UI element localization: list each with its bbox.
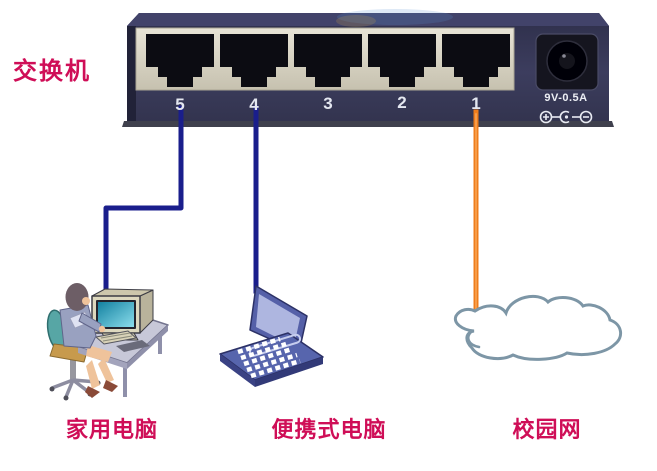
cloud-curl [466, 329, 481, 349]
switch-top-bevel [127, 13, 609, 26]
port-number-1: 1 [471, 94, 481, 113]
device-label-desktop: 家用电脑 [65, 417, 158, 442]
port-1-jack [442, 34, 510, 87]
person-hair [65, 283, 89, 311]
device-label-laptop: 便携式电脑 [271, 417, 387, 442]
power-polarity-icon [539, 110, 593, 124]
cable-port5-to-desktop [103, 105, 184, 290]
laptop-illustration [219, 285, 324, 387]
port-number-5: 5 [175, 95, 185, 114]
watermark-smudge-gold [336, 15, 376, 27]
desktop-computer-illustration [46, 283, 169, 401]
switch-shadow [122, 121, 614, 127]
monitor-screen [96, 300, 136, 329]
network-cloud [453, 294, 623, 361]
power-jack [535, 33, 599, 91]
switch-chassis [122, 9, 614, 127]
switch-title-label: 交换机 [13, 58, 91, 85]
person-at-desk [59, 283, 118, 398]
port-number-2: 2 [397, 93, 407, 112]
power-rating-label: 9V-0.5A [544, 92, 588, 104]
port-3-jack [294, 34, 362, 87]
port-number-4: 4 [249, 95, 259, 114]
port-2-jack [368, 34, 436, 87]
laptop-keys [237, 336, 301, 379]
port-4-jack [220, 34, 288, 87]
port-5-jack [146, 34, 214, 87]
watermark-smudge [337, 9, 453, 25]
switch-left-edge [127, 26, 136, 121]
cloud-outline [453, 294, 623, 361]
port-number-3: 3 [323, 94, 333, 113]
rj45-ports [146, 34, 510, 87]
device-label-campus-network: 校园网 [512, 417, 582, 442]
desk-pad [116, 340, 150, 352]
